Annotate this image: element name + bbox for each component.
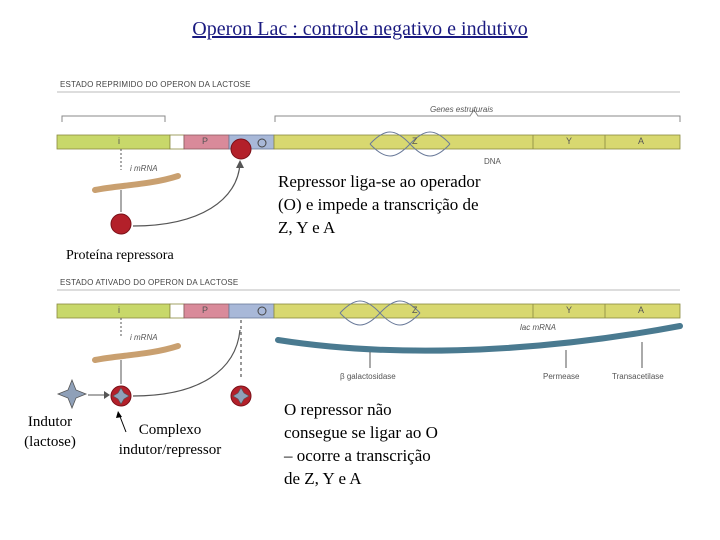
caption-line: de Z, Y e A: [284, 469, 362, 488]
i-gene-label: i: [118, 136, 120, 146]
spacer-segment: [169, 303, 185, 319]
permease-label: Permease: [543, 372, 580, 381]
beta-galactosidase-label: β galactosidase: [340, 372, 396, 381]
bound-inducer-icon: [232, 387, 250, 405]
bound-inducer-icon: [112, 387, 130, 405]
repressed-state-heading: ESTADO REPRIMIDO DO OPERON DA LACTOSE: [60, 80, 251, 89]
operator-site-icon: [257, 306, 267, 316]
regulatory-gene-brace: [61, 115, 166, 122]
i-mrna-label: i mRNA: [130, 333, 158, 342]
i-gene-segment: [56, 303, 171, 319]
a-gene-label: A: [638, 305, 645, 315]
structural-genes-segment: [273, 134, 681, 150]
complex-label-line: indutor/repressor: [118, 442, 222, 458]
i-mrna-label: i mRNA: [130, 164, 158, 173]
structural-genes-label: Genes estruturais: [430, 105, 494, 114]
dna-label: DNA: [484, 157, 501, 166]
lac-mrna-strand: [275, 323, 683, 354]
i-gene-segment: [56, 134, 171, 150]
z-gene-label: Z: [412, 136, 418, 146]
dna-helix-curve: [369, 131, 451, 157]
caption-line: – ocorre a transcrição: [284, 446, 431, 465]
repressed-state-panel: [56, 91, 681, 235]
i-mrna-strand: [92, 343, 181, 363]
structural-genes-brace: [274, 109, 681, 122]
repressor-release-arrow: [132, 329, 241, 397]
i-gene-label: i: [118, 305, 120, 315]
y-gene-label: Y: [566, 305, 573, 315]
dna-helix-curve: [339, 300, 421, 326]
arrowhead-icon: [236, 160, 244, 168]
z-gene-label: Z: [412, 305, 418, 315]
arrowhead-icon: [116, 411, 122, 418]
y-gene-label: Y: [566, 136, 573, 146]
inducer-lactose-icon: [56, 378, 88, 410]
inducer-label-line: Indutor: [27, 414, 73, 430]
page-title: Operon Lac : controle negativo e indutiv…: [192, 18, 528, 40]
spacer-segment: [169, 134, 185, 150]
transacetylase-label: Transacetilase: [612, 372, 664, 381]
repressor-binding-arrow: [132, 162, 241, 227]
a-gene-label: A: [638, 136, 645, 146]
activated-state-panel: [56, 289, 683, 433]
structural-genes-segment: [273, 303, 681, 319]
activated-caption: O repressor não consegue se ligar ao O –…: [284, 398, 438, 490]
promoter-label: P: [202, 305, 209, 315]
repressed-caption: Repressor liga-se ao operador (O) e impe…: [278, 170, 481, 239]
caption-line: consegue se ligar ao O: [284, 423, 438, 442]
repressor-protein-label: Proteína repressora: [66, 248, 174, 263]
repressor-protein-icon: [110, 213, 132, 235]
operator-site-icon: [257, 138, 267, 148]
complex-label-line: Complexo: [138, 422, 202, 438]
bound-repressor-icon: [230, 138, 252, 160]
operator-segment: [228, 303, 275, 319]
i-mrna-strand: [92, 173, 181, 193]
activated-state-heading: ESTADO ATIVADO DO OPERON DA LACTOSE: [60, 278, 239, 287]
lac-mrna-label: lac mRNA: [520, 323, 557, 332]
caption-line: Z, Y e A: [278, 218, 336, 237]
complex-label: Complexo indutor/repressor: [104, 420, 236, 460]
arrowhead-icon: [104, 391, 110, 399]
promoter-label: P: [202, 136, 209, 146]
inducer-label: Indutor (lactose): [18, 412, 82, 452]
inducer-label-line: (lactose): [24, 434, 76, 450]
caption-line: Repressor liga-se ao operador: [278, 172, 481, 191]
caption-line: O repressor não: [284, 400, 392, 419]
caption-line: (O) e impede a transcrição de: [278, 195, 479, 214]
